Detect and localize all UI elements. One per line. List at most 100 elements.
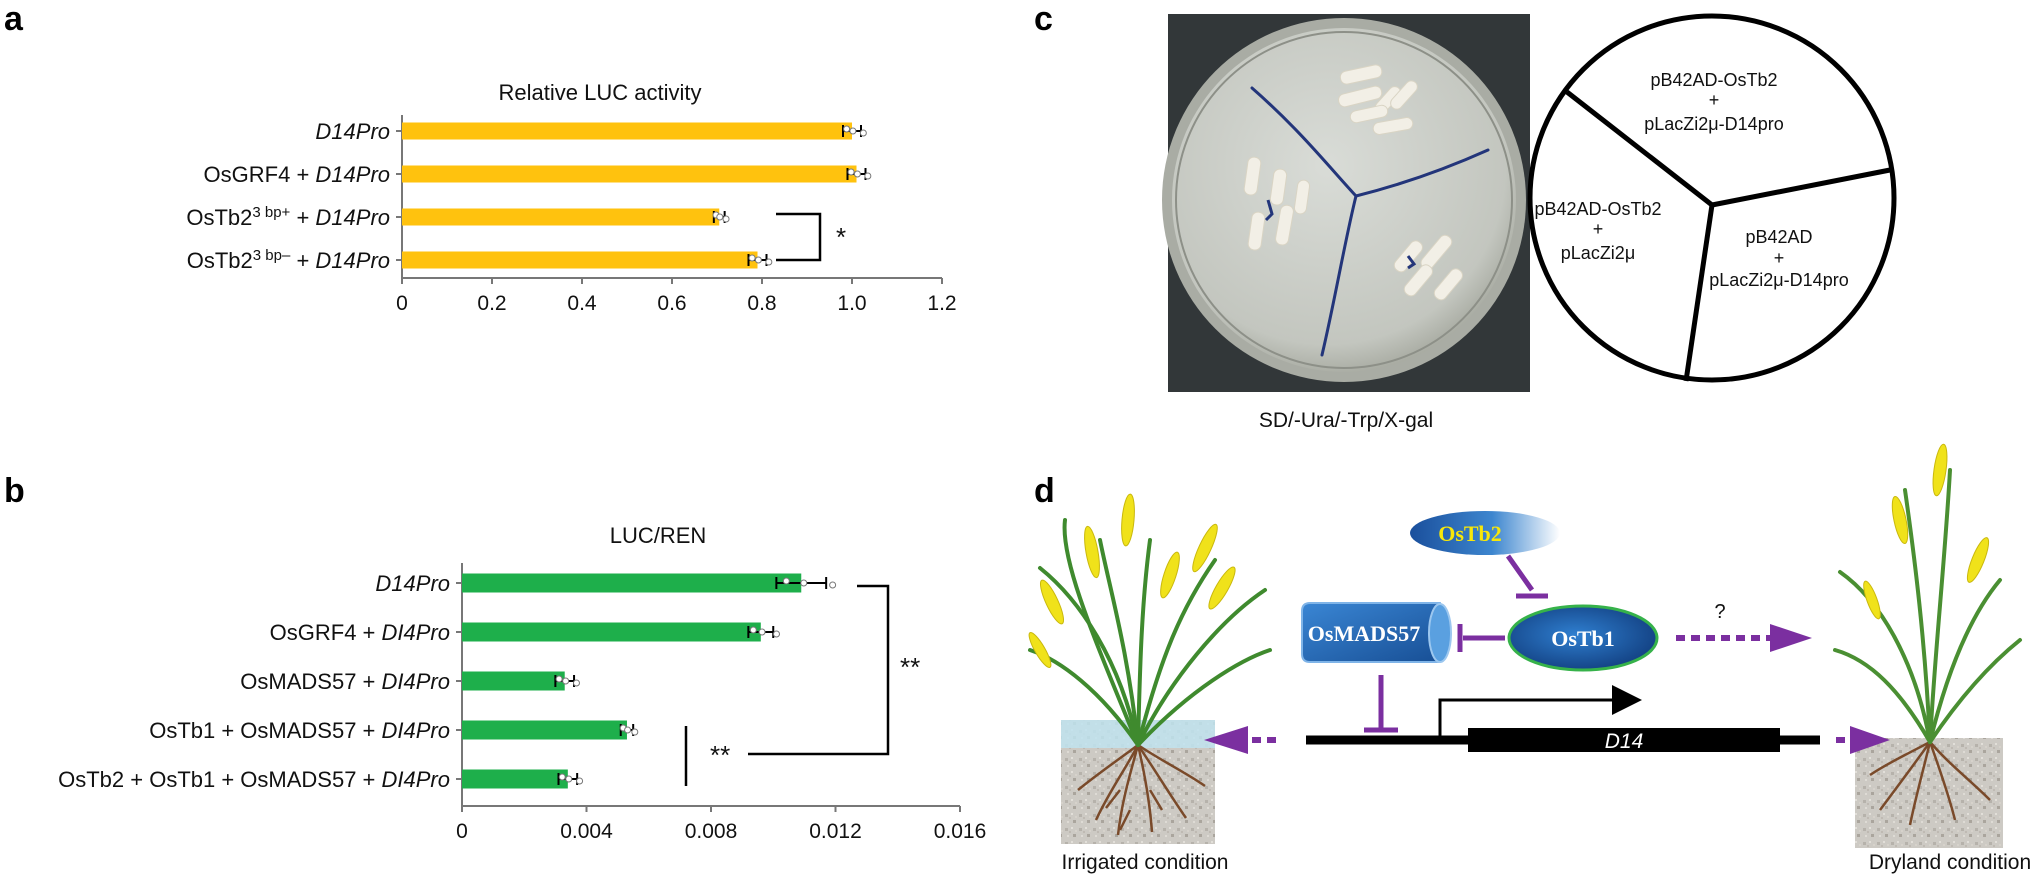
inhibition-osmads57-promoter — [1364, 675, 1398, 733]
bar — [462, 622, 761, 642]
chart-a: Relative LUC activity 0 0.2 0.4 0.6 0.8 1.0 1.… — [186, 80, 956, 315]
svg-text:pLacZi2μ-D14pro: pLacZi2μ-D14pro — [1644, 114, 1783, 134]
x-tick-label: 0.8 — [747, 292, 776, 315]
category-label: OsTb2 + OsTb1 + OsMADS57 + DI4Pro — [58, 767, 450, 792]
x-tick-label: 0.6 — [657, 292, 686, 315]
category-label: OsTb23 bp+ + D14Pro — [186, 204, 390, 231]
dna-to-dryland-arrow — [1836, 726, 1890, 754]
x-tick-label: 0.016 — [934, 820, 987, 843]
data-point — [829, 581, 837, 589]
ostb1-to-dryland-arrow — [1676, 624, 1812, 652]
svg-text:pB42AD: pB42AD — [1745, 227, 1812, 247]
data-point — [772, 630, 780, 638]
category-label: D14Pro — [315, 119, 390, 144]
data-point — [722, 215, 730, 223]
panel-label-d: d — [1034, 472, 1055, 510]
x-tick-label: 1.0 — [837, 292, 866, 315]
bar — [402, 251, 758, 269]
data-point — [749, 626, 757, 634]
transcription-start-arrow — [1438, 685, 1642, 736]
yeast-one-hybrid-panel: SD/-Ura/-Trp/X-gal pB42AD-OsTb2 + pLacZi… — [1162, 13, 1897, 432]
svg-text:pLacZi2μ-D14pro: pLacZi2μ-D14pro — [1709, 270, 1848, 290]
significance-star: * — [836, 222, 846, 252]
category-label: D14Pro — [375, 571, 450, 596]
bar — [402, 165, 857, 183]
x-tick-label: 0.2 — [477, 292, 506, 315]
svg-text:pB42AD-OsTb2: pB42AD-OsTb2 — [1650, 70, 1777, 90]
sector-right: pB42AD + pLacZi2μ-D14pro — [1709, 227, 1848, 290]
x-tick-label: 0.008 — [685, 820, 738, 843]
x-tick-label: 0 — [456, 820, 468, 843]
data-point — [864, 172, 872, 180]
data-point — [624, 726, 632, 734]
panel-label-c: c — [1034, 0, 1053, 38]
yeast-colonies — [1243, 64, 1463, 301]
data-point — [754, 256, 762, 264]
data-point — [565, 775, 573, 783]
data-point — [853, 170, 861, 178]
x-tick-label: 1.2 — [927, 292, 956, 315]
significance-bracket — [776, 212, 822, 262]
dryland-condition-label: Dryland condition — [1869, 851, 2031, 874]
x-tick-label: 0.004 — [560, 820, 613, 843]
bar — [462, 573, 802, 593]
x-tick-label: 0.012 — [809, 820, 862, 843]
plate-divider-lines — [1250, 86, 1490, 357]
bar — [462, 720, 627, 740]
significance-star-outer: ** — [900, 652, 920, 682]
data-point — [716, 213, 724, 221]
dna-to-irrigated-arrow — [1204, 726, 1276, 754]
data-point — [576, 777, 584, 785]
data-point — [849, 127, 857, 135]
significance-star-inner: ** — [710, 740, 730, 770]
model-diagram: OsTb2 OsMADS57 OsTb1 ? — [1028, 443, 2031, 874]
data-point — [558, 773, 566, 781]
bar — [462, 769, 568, 789]
svg-text:pB42AD-OsTb2: pB42AD-OsTb2 — [1534, 199, 1661, 219]
data-point — [631, 728, 639, 736]
svg-text:+: + — [1709, 90, 1720, 110]
ostb2-label: OsTb2 — [1438, 521, 1502, 546]
category-label: OsGRF4 + D14Pro — [204, 162, 390, 187]
d14-gene-label: D14 — [1605, 730, 1644, 753]
sector-top: pB42AD-OsTb2 + pLacZi2μ-D14pro — [1644, 70, 1783, 134]
plate-layout-schematic — [1527, 13, 1897, 383]
ostb1-protein — [1507, 604, 1659, 672]
unknown-mechanism-label: ? — [1714, 601, 1725, 623]
data-point — [800, 579, 808, 587]
panel-label-a: a — [4, 0, 24, 38]
inhibition-ostb1-osmads57 — [1457, 624, 1505, 652]
significance-bracket-outer — [748, 584, 890, 756]
inhibition-ostb2-ostb1 — [1505, 554, 1548, 599]
data-point — [748, 254, 756, 262]
chart-a-title: Relative LUC activity — [499, 80, 702, 105]
data-point — [782, 577, 790, 585]
bar — [402, 122, 852, 140]
x-tick-label: 0 — [396, 292, 408, 315]
petri-plate — [1172, 28, 1516, 372]
irrigated-rice-plant — [1028, 493, 1272, 836]
dryland-soil — [1855, 738, 2003, 848]
svg-text:+: + — [1593, 219, 1604, 239]
svg-text:pLacZi2μ: pLacZi2μ — [1561, 243, 1635, 263]
data-point — [847, 168, 855, 176]
data-point — [765, 258, 773, 266]
bar — [402, 208, 720, 226]
osmads57-label: OsMADS57 — [1308, 621, 1420, 646]
svg-text:+: + — [1774, 248, 1785, 268]
ostb1-label: OsTb1 — [1551, 626, 1615, 651]
category-label: OsTb1 + OsMADS57 + DI4Pro — [149, 718, 450, 743]
data-point — [562, 677, 570, 685]
data-point — [859, 129, 867, 137]
data-point — [555, 675, 563, 683]
plate-caption: SD/-Ura/-Trp/X-gal — [1259, 409, 1433, 432]
osmads57-protein — [1301, 602, 1452, 663]
panel-label-b: b — [4, 472, 25, 510]
x-tick-label: 0.4 — [567, 292, 597, 315]
bar — [462, 671, 565, 691]
data-point — [843, 125, 851, 133]
data-point — [572, 679, 580, 687]
category-label: OsTb23 bp– + D14Pro — [187, 247, 390, 274]
